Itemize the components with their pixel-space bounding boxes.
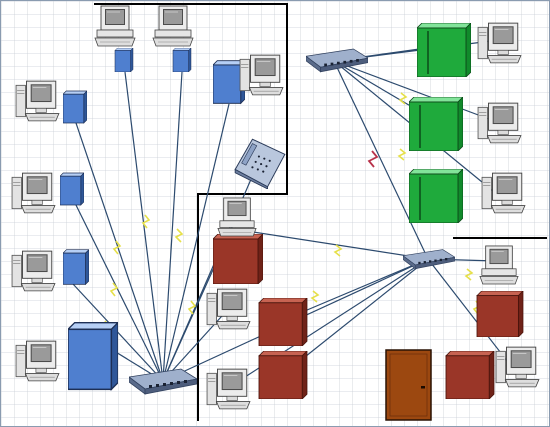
red-server-4[interactable] xyxy=(476,291,524,337)
door-icon xyxy=(385,349,432,421)
workstation-right-5[interactable] xyxy=(495,346,540,388)
link-switch1-server-top1 xyxy=(124,71,164,382)
workstation-right-4[interactable] xyxy=(479,245,519,285)
red-server-1[interactable] xyxy=(213,234,263,284)
wireless-markers xyxy=(101,92,482,335)
green-server-1[interactable] xyxy=(417,23,471,77)
workstation-right-1[interactable] xyxy=(477,22,522,64)
workstation-left-1[interactable] xyxy=(15,80,60,122)
link-switch3-ws-mid xyxy=(233,228,429,260)
blue-server-left-3[interactable] xyxy=(63,249,89,285)
workstation-left-2[interactable] xyxy=(11,172,56,214)
door-handle xyxy=(421,386,425,389)
wireless-marker-7 xyxy=(333,244,343,257)
wireless-marker-3 xyxy=(174,228,184,243)
wireless-marker-6 xyxy=(187,300,197,315)
network-links xyxy=(72,40,512,387)
workstation-mid-1[interactable] xyxy=(217,197,257,237)
wireless-marker-11 xyxy=(464,268,474,281)
workstation-left-3[interactable] xyxy=(11,250,56,292)
link-switch1-server-top3 xyxy=(162,103,230,382)
workstation-mid-3[interactable] xyxy=(206,368,251,410)
wireless-marker-2 xyxy=(141,214,151,229)
blue-server-top-2[interactable] xyxy=(172,48,192,72)
blue-server-top-1[interactable] xyxy=(114,48,134,72)
link-switch3-ws-bottom xyxy=(427,258,512,367)
workstation-left-room-right[interactable] xyxy=(239,54,284,96)
green-server-2[interactable] xyxy=(409,97,463,151)
wall-left-room xyxy=(94,3,288,421)
wireless-marker-1 xyxy=(112,240,122,255)
link-switch2-switch3 xyxy=(333,60,429,260)
blue-server-left-1[interactable] xyxy=(63,90,87,124)
link-switch1-server-left3 xyxy=(72,283,164,382)
green-server-3[interactable] xyxy=(409,169,463,223)
blue-server-left-2[interactable] xyxy=(60,172,84,206)
workstation-right-3[interactable] xyxy=(481,172,526,214)
workstation-top-1[interactable] xyxy=(94,5,136,47)
link-switch1-server-left2 xyxy=(72,198,164,382)
wireless-marker-9 xyxy=(397,148,407,161)
red-server-3[interactable] xyxy=(258,351,308,399)
link-switch2-ws2 xyxy=(333,60,490,120)
workstation-left-4[interactable] xyxy=(15,340,60,382)
red-server-2[interactable] xyxy=(258,298,308,346)
workstation-top-2[interactable] xyxy=(152,5,194,47)
link-switch1-server-left1 xyxy=(75,122,164,382)
workstation-mid-2[interactable] xyxy=(206,288,251,330)
red-server-5[interactable] xyxy=(445,351,495,399)
wan-link-marker xyxy=(367,150,379,168)
workstation-right-2[interactable] xyxy=(477,102,522,144)
room-walls xyxy=(94,3,547,421)
link-switch1-workstation-mid2 xyxy=(162,305,232,382)
blue-server-large[interactable] xyxy=(68,321,118,391)
wireless-marker-4 xyxy=(109,282,119,297)
wireless-marker-12 xyxy=(310,290,320,303)
wireless-marker-8 xyxy=(398,92,408,105)
link-switch1-server-top2 xyxy=(162,71,183,382)
